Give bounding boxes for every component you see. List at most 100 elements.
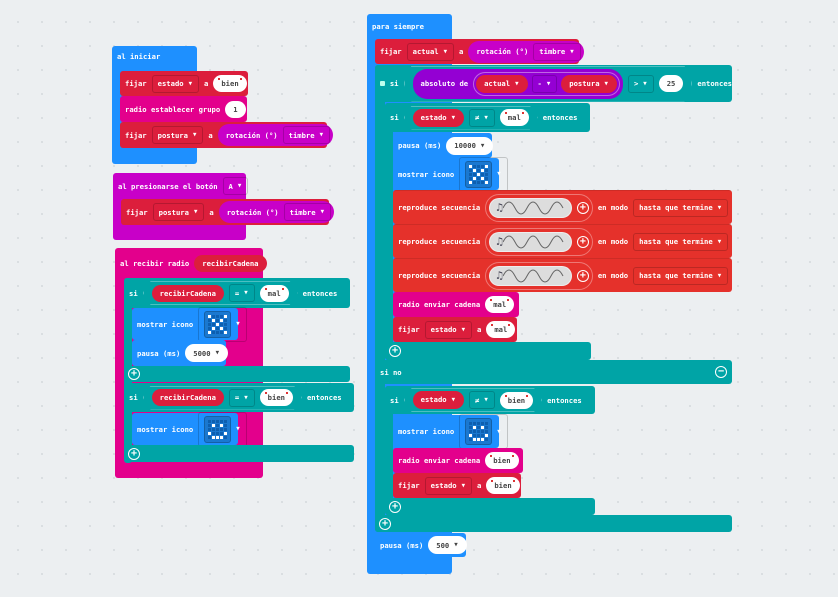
if-else-block[interactable]: si absoluto de actual-postura > 25 enton… (375, 65, 732, 102)
compare-condition[interactable]: recibirCadena = bien (143, 386, 302, 410)
absolute-reporter[interactable]: absoluto de actual-postura (413, 69, 623, 99)
set-estado-block[interactable]: fijar estado a mal (393, 317, 517, 342)
radio-send-string-block[interactable]: radio enviar cadena bien (393, 448, 523, 473)
mode-dropdown[interactable]: hasta que termine (633, 266, 729, 285)
actual-reporter[interactable]: actual (476, 75, 527, 93)
group-input[interactable]: 1 (225, 100, 246, 118)
add-sound-icon[interactable]: + (576, 269, 589, 282)
if-block[interactable]: si recibirCadena=bien entonces (124, 383, 354, 412)
sound-expression[interactable]: ♫ + (485, 227, 593, 256)
rotation-reporter[interactable]: rotación (°)timbre (468, 40, 584, 63)
variable-dropdown[interactable]: postura (151, 126, 204, 144)
pause-input[interactable]: 5000 (185, 344, 229, 362)
if-block[interactable]: si recibirCadena=mal entonces (124, 278, 350, 308)
pause-block[interactable]: pausa (ms) 5000 (132, 340, 229, 366)
comment-icon[interactable] (380, 81, 385, 86)
set-actual-block[interactable]: fijar actual a rotación (°)timbre (375, 39, 584, 64)
operator-dropdown[interactable]: = (229, 389, 255, 407)
icon-dropdown[interactable] (198, 306, 247, 342)
compare-dropdown[interactable]: > (628, 75, 654, 93)
string-input[interactable]: bien (260, 389, 293, 406)
axis-dropdown[interactable]: timbre (282, 126, 331, 144)
set-postura-block[interactable]: fijar postura a rotación (°)timbre (120, 122, 334, 148)
variable-dropdown[interactable]: estado (424, 476, 473, 495)
operator-dropdown[interactable]: ≠ (469, 109, 495, 127)
show-icon-block[interactable]: mostrar icono (132, 411, 247, 447)
string-input[interactable]: bien (485, 452, 519, 469)
number-input[interactable]: 25 (659, 75, 684, 92)
forever-label: para siempre (372, 21, 424, 31)
if-else-arm (375, 65, 385, 532)
operator-dropdown[interactable]: - (532, 75, 558, 93)
pause-block[interactable]: pausa (ms) 500 (375, 533, 467, 557)
rotation-reporter[interactable]: rotación (°)timbre (217, 124, 334, 146)
set-estado-block[interactable]: fijar estado a bien (393, 473, 521, 498)
sound-expression[interactable]: ♫ + (485, 261, 593, 290)
if-block[interactable]: si estado≠bien entonces (385, 386, 595, 414)
add-sound-icon[interactable]: + (576, 201, 589, 214)
play-label: reproduce secuencia (398, 203, 481, 212)
compare-condition[interactable]: estado ≠ bien (404, 388, 542, 412)
axis-dropdown[interactable]: timbre (533, 42, 581, 61)
play-sequence-block[interactable]: reproduce secuencia ♫ + en modo hasta qu… (393, 190, 732, 224)
add-sound-icon[interactable]: + (576, 235, 589, 248)
mode-dropdown[interactable]: hasta que termine (633, 232, 729, 251)
button-dropdown[interactable]: A (222, 177, 249, 195)
rotation-reporter[interactable]: rotación (°)timbre (218, 201, 335, 223)
operator-dropdown[interactable]: = (229, 284, 255, 302)
variable-dropdown[interactable]: actual (406, 42, 455, 61)
show-icon-block[interactable]: mostrar icono (393, 156, 508, 192)
show-icon-block[interactable]: mostrar icono (393, 414, 508, 449)
sound-wave-editor[interactable]: ♫ (489, 265, 572, 286)
pause-input[interactable]: 10000 (446, 136, 494, 155)
string-input[interactable]: mal (500, 109, 529, 126)
operator-dropdown[interactable]: ≠ (469, 391, 495, 409)
variable-dropdown[interactable]: estado (424, 320, 473, 339)
compare-condition[interactable]: estado ≠ mal (404, 106, 538, 130)
estado-reporter[interactable]: estado (413, 391, 464, 409)
postura-reporter[interactable]: postura (561, 75, 617, 93)
pause-block[interactable]: pausa (ms) 10000 (393, 133, 494, 158)
subtract-reporter[interactable]: actual-postura (473, 72, 620, 96)
icon-dropdown[interactable] (459, 414, 508, 449)
pause-input[interactable]: 500 (428, 536, 467, 554)
compare-condition[interactable]: absoluto de actual-postura > 25 (404, 66, 693, 102)
play-sequence-block[interactable]: reproduce secuencia ♫ + en modo hasta qu… (393, 258, 732, 292)
show-icon-label: mostrar icono (398, 427, 455, 436)
add-else-icon[interactable]: + (128, 447, 140, 460)
string-input[interactable]: mal (486, 321, 516, 338)
a-label: a (477, 325, 482, 334)
play-sequence-block[interactable]: reproduce secuencia ♫ + en modo hasta qu… (393, 224, 732, 258)
set-estado-block[interactable]: fijar estado a bien (120, 71, 248, 96)
string-input[interactable]: mal (260, 285, 289, 302)
param-recibirCadena[interactable]: recibirCadena (194, 254, 267, 272)
add-else-icon[interactable]: + (389, 345, 401, 357)
variable-dropdown[interactable]: estado (151, 74, 200, 93)
icon-dropdown[interactable] (198, 411, 247, 447)
recibirCadena-reporter[interactable]: recibirCadena (152, 285, 224, 302)
set-postura-block[interactable]: fijar postura a rotación (°)timbre (121, 199, 335, 225)
axis-dropdown[interactable]: timbre (283, 203, 332, 221)
string-input[interactable]: mal (485, 296, 515, 313)
string-input[interactable]: bien (213, 75, 247, 92)
variable-dropdown[interactable]: postura (152, 203, 205, 221)
if-block[interactable]: si estado≠mal entonces (385, 103, 590, 132)
remove-else-icon[interactable]: − (715, 366, 727, 378)
add-elseif-icon[interactable]: + (379, 517, 391, 530)
add-else-icon[interactable]: + (128, 368, 140, 380)
radio-send-string-block[interactable]: radio enviar cadena mal (393, 292, 519, 317)
add-else-icon[interactable]: + (389, 500, 401, 513)
sound-wave-editor[interactable]: ♫ (489, 197, 572, 218)
sound-wave-editor[interactable]: ♫ (489, 231, 572, 252)
estado-reporter[interactable]: estado (413, 109, 464, 127)
waveform-icon (502, 235, 564, 248)
sound-expression[interactable]: ♫ + (485, 193, 593, 222)
string-input[interactable]: bien (500, 392, 533, 409)
show-icon-block[interactable]: mostrar icono (132, 306, 247, 342)
compare-condition[interactable]: recibirCadena = mal (143, 281, 298, 305)
recibirCadena-reporter[interactable]: recibirCadena (152, 389, 224, 406)
icon-dropdown[interactable] (459, 156, 508, 192)
radio-set-group-block[interactable]: radio establecer grupo 1 (120, 96, 247, 122)
mode-dropdown[interactable]: hasta que termine (633, 198, 729, 217)
string-input[interactable]: bien (486, 477, 520, 494)
